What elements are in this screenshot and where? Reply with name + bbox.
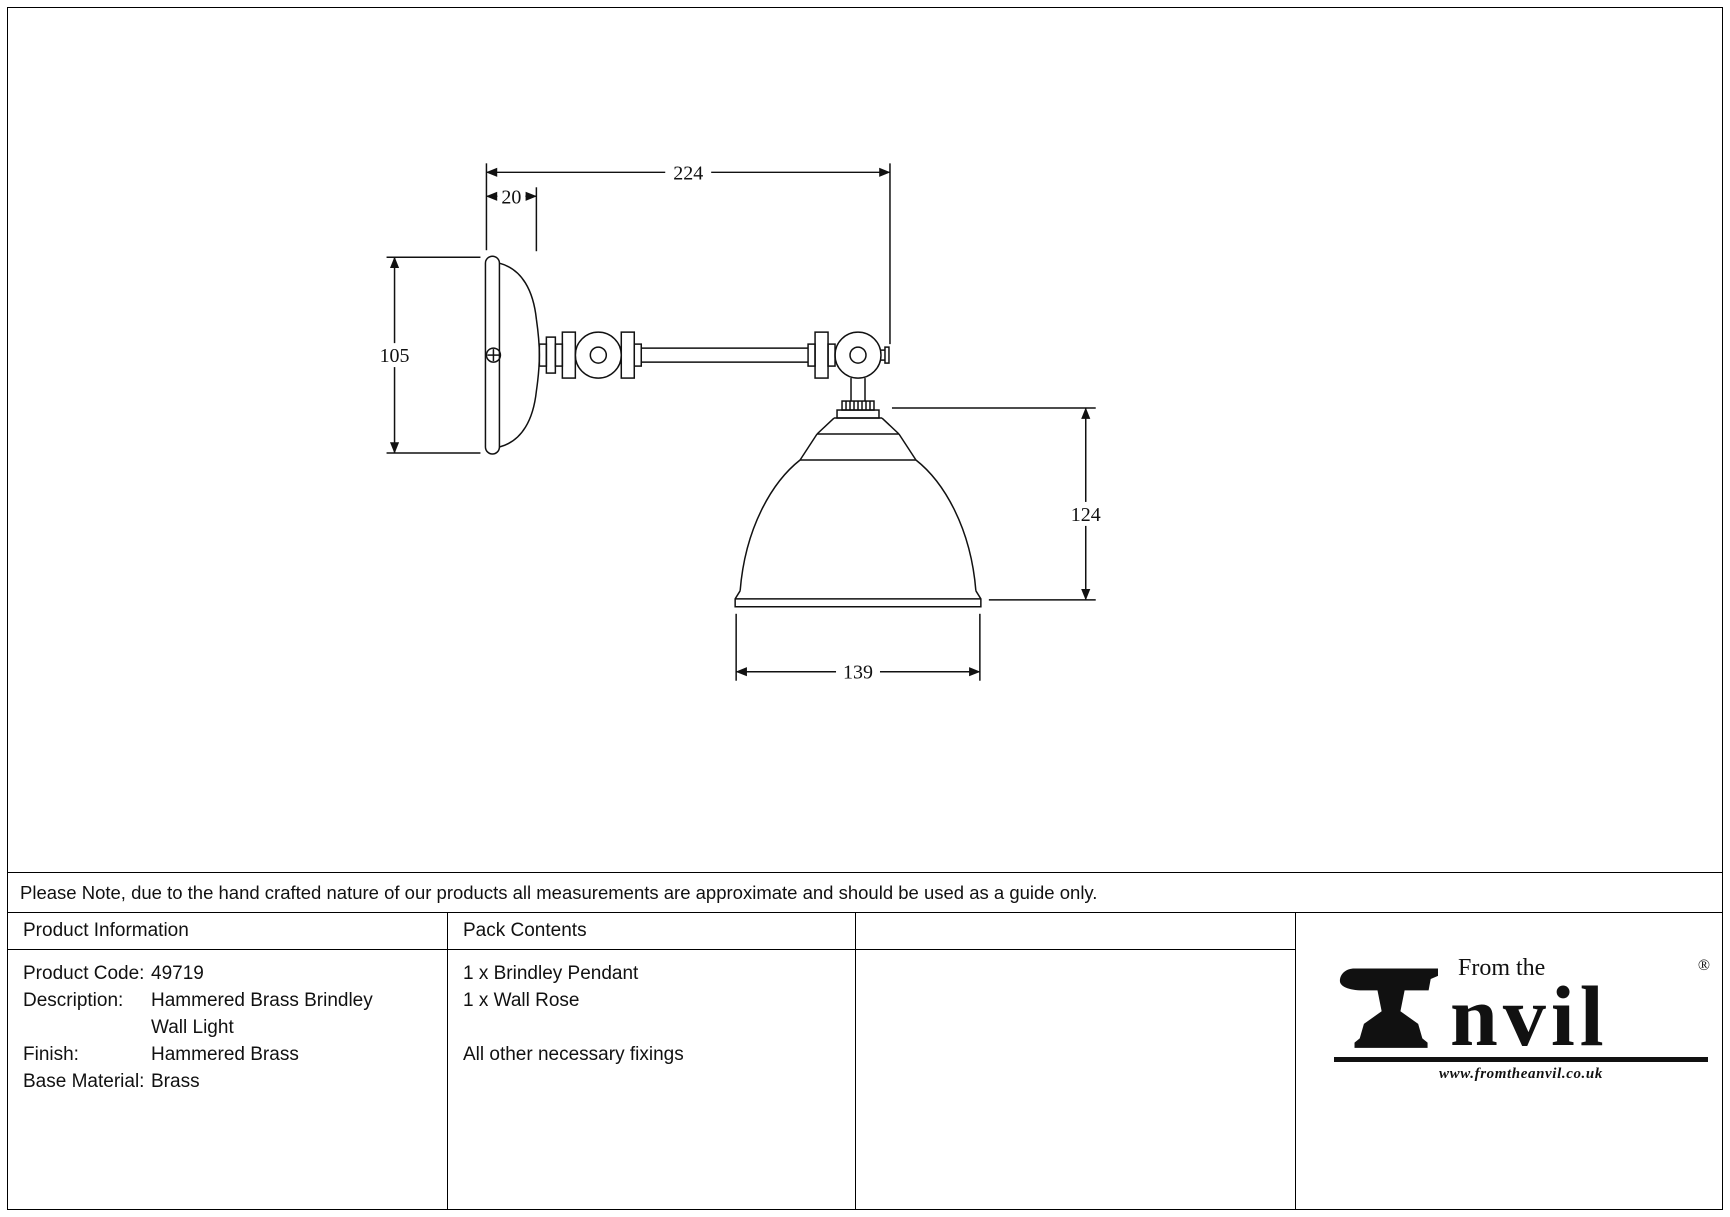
technical-drawing: 224 20 105 124 139 [372, 160, 1108, 684]
dim-shade-width: 139 [843, 662, 873, 684]
description-value-line1: Hammered Brass Brindley [151, 990, 373, 1011]
screw-icon [485, 347, 502, 363]
thumbscrew [884, 346, 890, 364]
description-value-line2: Wall Light [151, 1017, 234, 1038]
logo-column: From the nvil ® www.fromtheanvil.co.uk [1296, 913, 1722, 1209]
shade-rim [734, 590, 982, 608]
logo-rule [1334, 1056, 1708, 1062]
lampholder [836, 400, 880, 419]
base-material-value: Brass [151, 1071, 200, 1092]
extension-lines [386, 163, 1096, 681]
note-row: Please Note, due to the hand crafted nat… [8, 872, 1722, 912]
table-row: Base Material: Brass [23, 1068, 432, 1095]
note-text: Please Note, due to the hand crafted nat… [20, 881, 1098, 903]
table-row: Finish: Hammered Brass [23, 1041, 432, 1068]
list-item: All other necessary fixings [463, 1044, 684, 1065]
logo-tagline: From the [1458, 955, 1546, 981]
pack-contents-column: Pack Contents 1 x Brindley Pendant 1 x W… [448, 913, 856, 1209]
product-code-value: 49719 [151, 963, 204, 984]
anvil-logo: From the nvil ® www.fromtheanvil.co.uk [1334, 955, 1710, 1083]
logo-top: From the nvil ® [1334, 955, 1710, 1065]
list-item: 1 x Wall Rose [463, 990, 580, 1011]
product-info-body: Product Code: 49719 Description: Hammere… [8, 950, 447, 1209]
description-label-cont [23, 1014, 151, 1041]
technical-drawing-area: 224 20 105 124 139 [8, 8, 1722, 872]
right-knuckle-joint [834, 331, 882, 379]
logo-url: www.fromtheanvil.co.uk [1439, 1065, 1603, 1082]
list-item: 1 x Brindley Pendant [463, 963, 639, 984]
registered-trademark: ® [1697, 957, 1710, 974]
product-info-column: Product Information Product Code: 49719 … [8, 913, 448, 1209]
empty-column [856, 913, 1296, 1209]
left-knuckle-joint [574, 331, 623, 379]
description-label: Description: [23, 990, 124, 1011]
table-row: Wall Light [23, 1014, 432, 1041]
product-info-header: Product Information [8, 913, 447, 950]
dim-rose-height: 105 [380, 345, 410, 367]
dim-overall-width: 224 [673, 162, 703, 184]
table-row: Description: Hammered Brass Brindley [23, 987, 432, 1014]
dimension-labels: 224 20 105 124 139 [372, 160, 1108, 684]
datasheet-page: 224 20 105 124 139 Please Note, due to t… [7, 7, 1723, 1210]
logo-wordmark: nvil [1450, 968, 1609, 1065]
finish-value: Hammered Brass [151, 1044, 299, 1065]
empty-column-body [856, 950, 1295, 1209]
product-code-label: Product Code: [23, 963, 145, 984]
base-material-label: Base Material: [23, 1071, 145, 1092]
table-row: Product Code: 49719 [23, 960, 432, 987]
wall-rose-dome [499, 262, 541, 448]
empty-column-header [856, 913, 1295, 950]
finish-label: Finish: [23, 1044, 79, 1065]
info-table: Product Information Product Code: 49719 … [8, 912, 1722, 1209]
shade [734, 417, 982, 608]
dim-backplate-depth: 20 [501, 186, 521, 208]
logo-words: From the nvil [1450, 955, 1609, 1065]
pack-contents-body: 1 x Brindley Pendant 1 x Wall Rose All o… [448, 950, 855, 1209]
dimension-lines [389, 167, 1091, 677]
pack-contents-header: Pack Contents [448, 913, 855, 950]
wall-light-fixture [484, 255, 982, 608]
anvil-icon [1339, 968, 1438, 1048]
list-item-blank [463, 1014, 840, 1041]
dim-shade-height: 124 [1071, 504, 1101, 526]
